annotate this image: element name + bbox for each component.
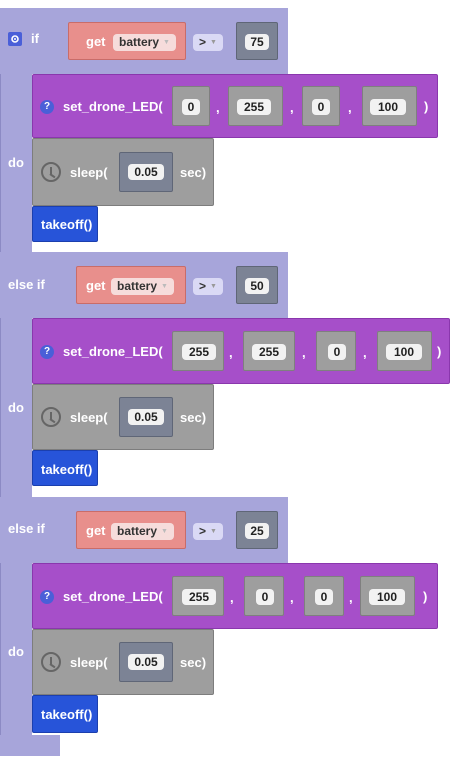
arg-separator: , <box>290 100 294 115</box>
chevron-down-icon: ▼ <box>210 528 217 535</box>
led-arg-red[interactable]: 255 <box>182 344 216 360</box>
do-label: do <box>8 644 24 659</box>
set-drone-led-label: set_drone_LED( <box>63 344 163 359</box>
if-label: if <box>31 31 39 46</box>
led-arg-slot[interactable] <box>362 86 417 126</box>
sleep-value[interactable]: 0.05 <box>128 164 164 180</box>
else-if-label: else if <box>8 521 45 536</box>
takeoff-block[interactable] <box>32 450 98 486</box>
do-label: do <box>8 400 24 415</box>
variable-dropdown[interactable]: battery▼ <box>111 523 174 540</box>
led-arg-blue[interactable]: 0 <box>315 589 333 605</box>
variable-name: battery <box>117 279 158 293</box>
close-paren: ) <box>437 344 442 359</box>
threshold-value[interactable]: 25 <box>245 523 269 539</box>
threshold-value[interactable]: 75 <box>245 34 269 50</box>
chevron-down-icon: ▼ <box>210 39 217 46</box>
arg-separator: , <box>229 345 233 360</box>
else-if-label: else if <box>8 277 45 292</box>
led-arg-red[interactable]: 255 <box>182 589 216 605</box>
arg-separator: , <box>216 100 220 115</box>
arg-separator: , <box>290 590 294 605</box>
chevron-down-icon: ▼ <box>161 528 168 535</box>
sleep-label: sleep( <box>70 410 108 425</box>
variable-dropdown[interactable]: battery▼ <box>113 34 176 51</box>
clock-icon <box>41 162 61 182</box>
sleep-unit: sec) <box>180 165 207 180</box>
led-arg-slot[interactable] <box>172 86 210 126</box>
chevron-down-icon: ▼ <box>210 283 217 290</box>
operator-dropdown[interactable]: >▼ <box>193 34 223 51</box>
gear-icon[interactable] <box>8 32 22 46</box>
takeoff-block[interactable] <box>32 206 98 242</box>
arg-separator: , <box>349 590 353 605</box>
led-arg-brightness[interactable]: 100 <box>369 589 405 605</box>
takeoff-block[interactable] <box>32 695 98 733</box>
led-arg-brightness[interactable]: 100 <box>370 99 406 115</box>
sleep-value[interactable]: 0.05 <box>128 654 164 670</box>
led-arg-blue[interactable]: 0 <box>312 99 330 115</box>
do-label: do <box>8 155 24 170</box>
get-label: get <box>86 34 106 49</box>
threshold-value[interactable]: 50 <box>245 278 269 294</box>
led-arg-green[interactable]: 0 <box>256 589 274 605</box>
operator-dropdown[interactable]: >▼ <box>193 278 223 295</box>
arg-separator: , <box>230 590 234 605</box>
chevron-down-icon: ▼ <box>161 283 168 290</box>
sleep-label: sleep( <box>70 655 108 670</box>
sleep-unit: sec) <box>180 655 207 670</box>
set-drone-led-label: set_drone_LED( <box>63 99 163 114</box>
help-icon[interactable]: ? <box>40 100 54 114</box>
takeoff-label: takeoff() <box>41 217 93 232</box>
close-paren: ) <box>424 99 429 114</box>
led-arg-brightness[interactable]: 100 <box>386 344 422 360</box>
takeoff-label: takeoff() <box>41 707 93 722</box>
led-arg-green[interactable]: 255 <box>237 99 271 115</box>
variable-name: battery <box>117 524 158 538</box>
sleep-value[interactable]: 0.05 <box>128 409 164 425</box>
led-arg-green[interactable]: 255 <box>252 344 286 360</box>
operator-dropdown[interactable]: >▼ <box>193 523 223 540</box>
help-icon[interactable]: ? <box>40 345 54 359</box>
clock-icon <box>41 652 61 672</box>
sleep-label: sleep( <box>70 165 108 180</box>
takeoff-label: takeoff() <box>41 462 93 477</box>
get-label: get <box>86 278 106 293</box>
operator-symbol: > <box>199 35 207 49</box>
variable-dropdown[interactable]: battery▼ <box>111 278 174 295</box>
led-arg-red[interactable]: 0 <box>182 99 200 115</box>
if-block-bottom-cap <box>0 735 60 756</box>
led-arg-blue[interactable]: 0 <box>328 344 346 360</box>
chevron-down-icon: ▼ <box>163 39 170 46</box>
variable-name: battery <box>119 35 160 49</box>
sleep-unit: sec) <box>180 410 207 425</box>
get-label: get <box>86 523 106 538</box>
operator-symbol: > <box>199 279 207 293</box>
set-drone-led-label: set_drone_LED( <box>63 589 163 604</box>
close-paren: ) <box>423 589 428 604</box>
clock-icon <box>41 407 61 427</box>
if-else-block[interactable] <box>0 8 32 756</box>
arg-separator: , <box>302 345 306 360</box>
help-icon[interactable]: ? <box>40 590 54 604</box>
operator-symbol: > <box>199 524 207 538</box>
arg-separator: , <box>363 345 367 360</box>
arg-separator: , <box>348 100 352 115</box>
